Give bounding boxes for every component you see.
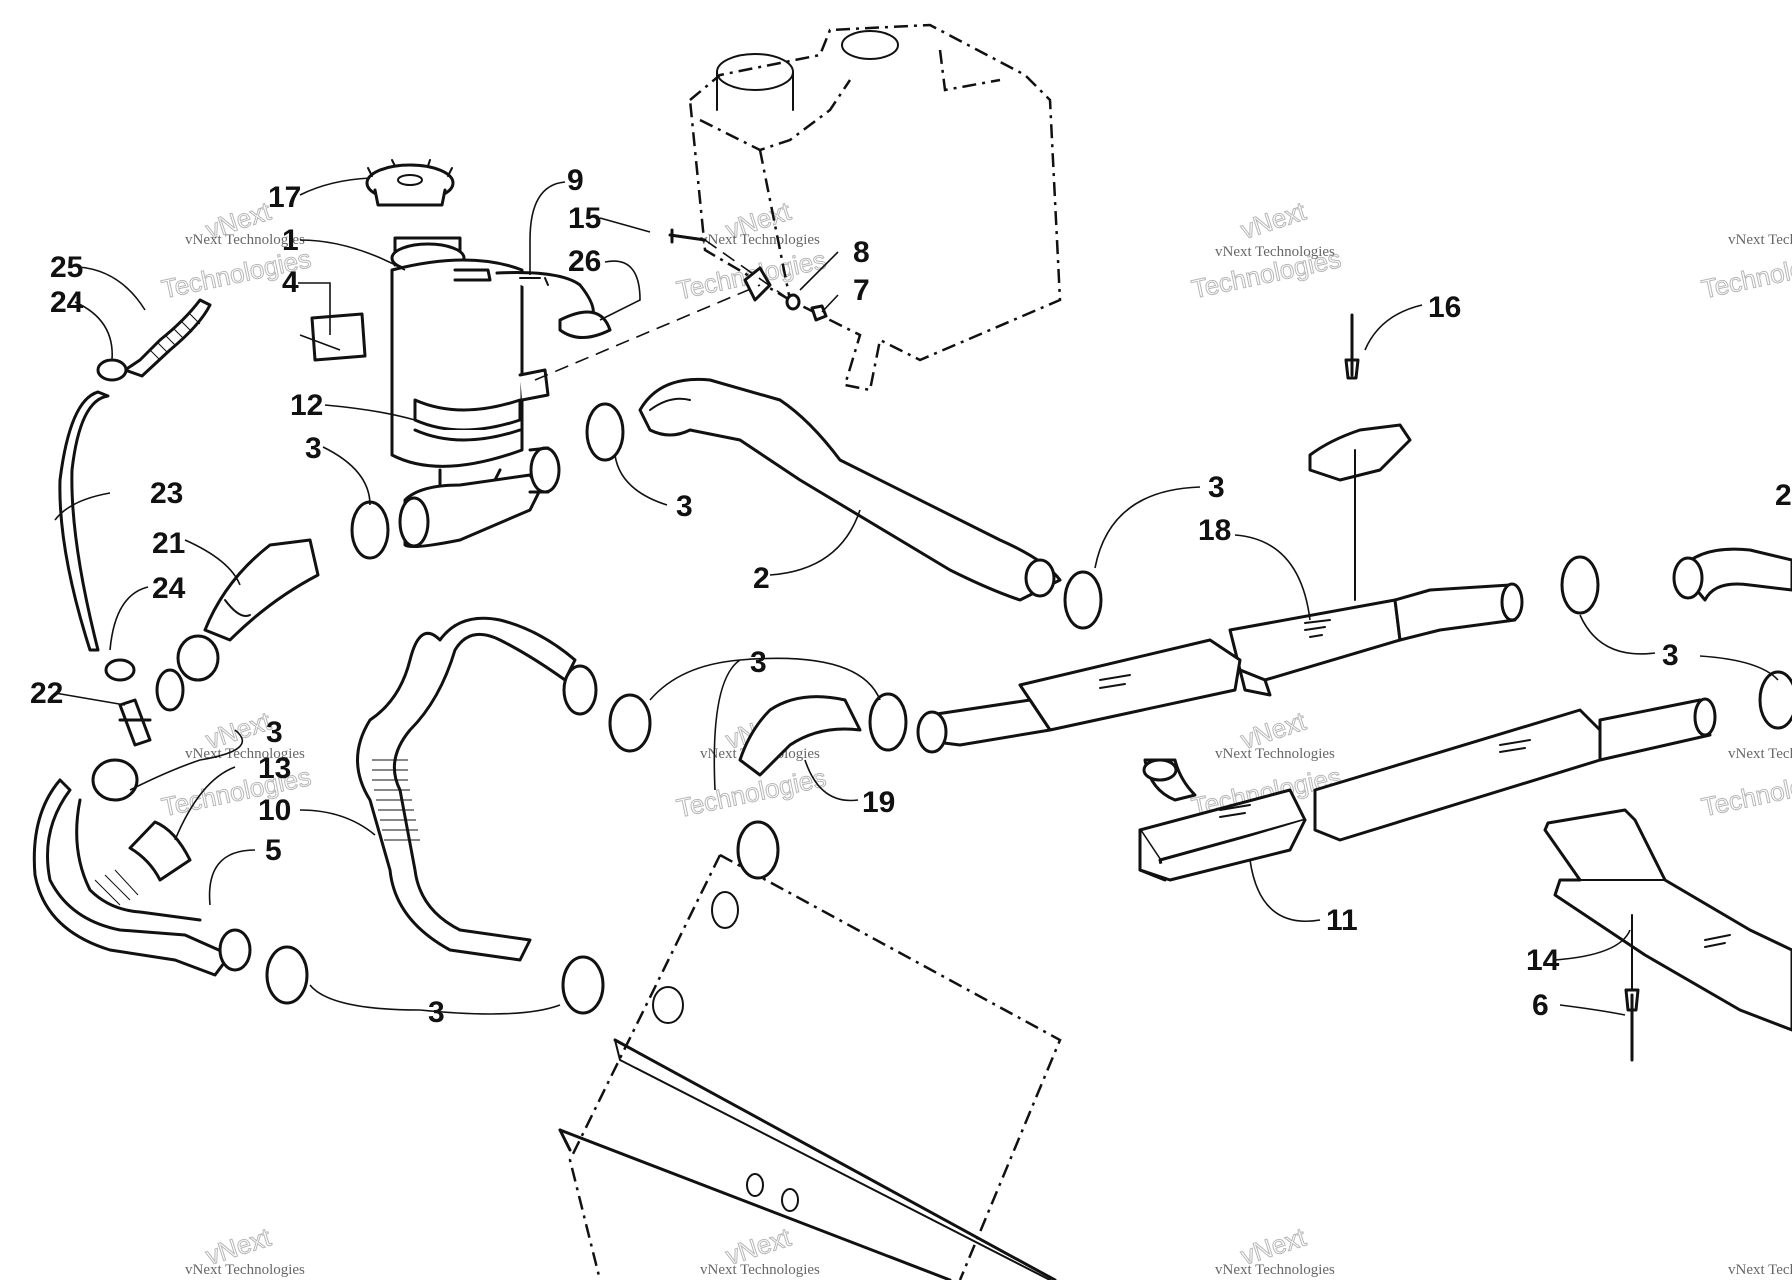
watermark-text: vNext Technologies [1215, 746, 1335, 762]
callout-3: 3 [266, 716, 283, 749]
heat-exchanger-18 [1228, 582, 1524, 697]
tank-dashed-outline [688, 23, 1062, 392]
callout-2: 2 [753, 562, 770, 595]
heat-exchanger-front [568, 853, 1062, 1280]
watermark-text: vNext Technologies [185, 1262, 305, 1278]
callout-24: 24 [152, 572, 186, 605]
callout-1: 1 [282, 224, 299, 257]
callout-18: 18 [1198, 514, 1231, 547]
hose-21 [203, 538, 320, 642]
hose-19 [738, 695, 862, 777]
hose-clamps [91, 358, 1792, 1015]
hose-10 [356, 616, 577, 962]
watermark-outline: Technologies [1699, 243, 1792, 304]
callout-8: 8 [853, 236, 870, 269]
hose-23 [58, 390, 110, 652]
elbow-11 [1138, 758, 1307, 882]
watermark-text: vNext Technologies [185, 746, 305, 762]
callout-15: 15 [568, 202, 601, 235]
watermark-text: vNext Technologies [185, 232, 305, 248]
stiffener-13 [128, 820, 192, 882]
watermark-text: vNext Technologies [1728, 746, 1792, 762]
callout-19: 19 [862, 786, 895, 819]
callout-17: 17 [268, 181, 301, 214]
callout-2-edge: 2 [1775, 479, 1792, 512]
callout-7: 7 [853, 274, 870, 307]
leader-lines [54, 177, 1779, 1016]
callout-3: 3 [428, 996, 445, 1029]
rivet-6 [1624, 988, 1640, 1062]
watermark-text: vNext Technologies [1215, 244, 1335, 260]
callout-24: 24 [50, 286, 84, 319]
callout-3: 3 [305, 432, 322, 465]
callout-14: 14 [1526, 944, 1560, 977]
callout-3: 3 [750, 646, 767, 679]
heat-exchanger-middle [916, 638, 1242, 754]
callout-23: 23 [150, 477, 183, 510]
callout-9: 9 [567, 164, 584, 197]
bracket-14 [1543, 808, 1792, 1032]
watermark-big: vNext [1237, 196, 1310, 245]
bolt-15 [668, 228, 707, 244]
washer-8 [785, 293, 801, 311]
callout-4: 4 [282, 266, 299, 299]
hose-2 [638, 377, 1062, 602]
callout-22: 22 [30, 677, 63, 710]
trim-piece [1308, 423, 1412, 482]
callout-3: 3 [1208, 471, 1225, 504]
hose-right-edge [1678, 547, 1792, 602]
heat-exchanger-lower [1313, 697, 1717, 842]
callout-5: 5 [265, 834, 282, 867]
callout-3: 3 [676, 490, 693, 523]
callout-25: 25 [50, 251, 83, 284]
watermark-text: vNext Technologies [700, 232, 820, 248]
clamp-26 [558, 310, 612, 339]
callout-13: 13 [258, 752, 291, 785]
callout-labels: 17 1 4 25 24 9 15 26 8 7 12 3 3 23 21 24… [30, 164, 1792, 1029]
watermark-text: vNext Technologies [1728, 1262, 1792, 1278]
watermark-outline: Technologies [674, 762, 829, 823]
watermark-outline: Technologies [1699, 761, 1792, 822]
hose-5 [32, 778, 232, 977]
coolant-bottle [365, 159, 550, 492]
callout-10: 10 [258, 794, 291, 827]
nut-7 [810, 304, 828, 322]
watermark-text: vNext Technologies [700, 1262, 820, 1278]
rivet-16 [1344, 313, 1360, 380]
tee-fitting [398, 446, 561, 549]
callout-12: 12 [290, 389, 323, 422]
callout-11: 11 [1326, 904, 1358, 937]
callout-26: 26 [568, 245, 601, 278]
callout-16: 16 [1428, 291, 1461, 324]
callout-3: 3 [1662, 639, 1679, 672]
callout-6: 6 [1532, 989, 1549, 1022]
watermark-text: vNext Technologies [1728, 232, 1792, 248]
callout-21: 21 [152, 527, 185, 560]
watermark-text: vNext Technologies [1215, 1262, 1335, 1278]
fitting-22 [118, 698, 152, 747]
decal-4 [310, 312, 367, 362]
